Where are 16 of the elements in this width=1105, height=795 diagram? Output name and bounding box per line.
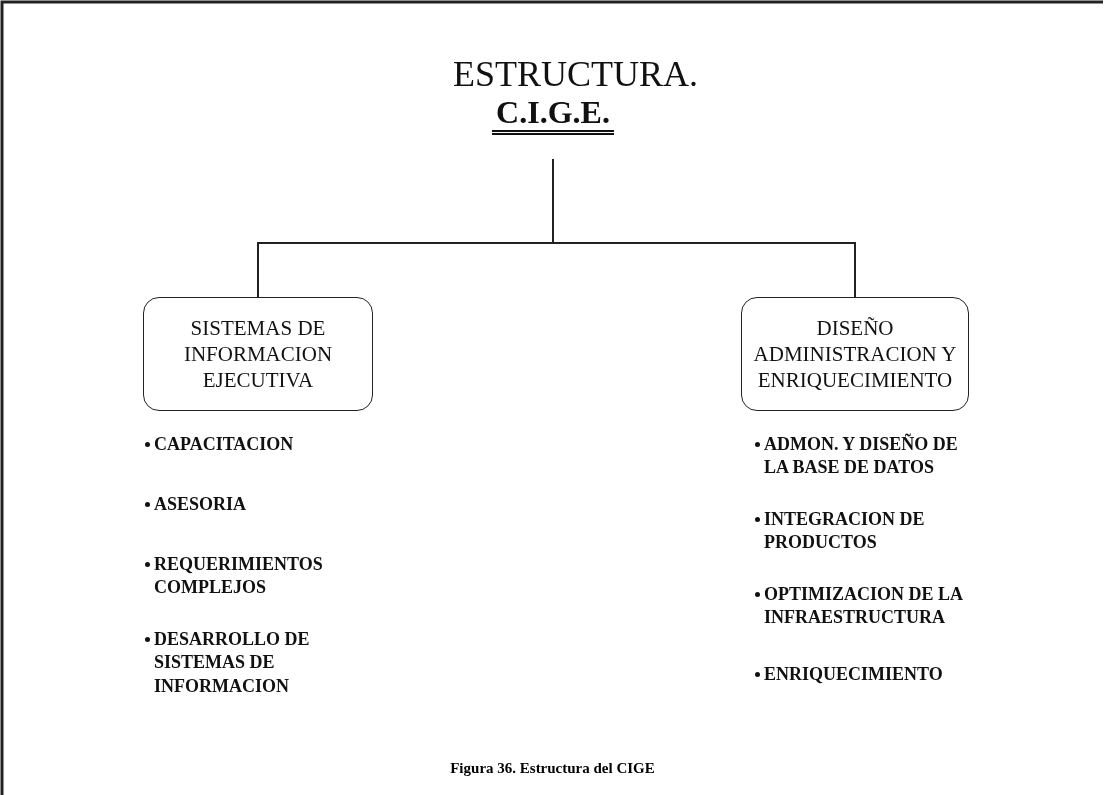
figure-caption: Figura 36. Estructura del CIGE (449, 760, 656, 777)
connector-line (552, 158, 856, 298)
box-label: DISEÑO ADMINISTRACION Y ENRIQUECIMIENTO (752, 314, 958, 394)
heading-text: ESTRUCTURA. (453, 55, 699, 95)
list-item: ASESORIA (154, 493, 247, 516)
rounded-box (741, 297, 969, 411)
list-item: OPTIMIZACION DE LA INFRAESTRUCTURA (764, 583, 964, 630)
box-label: SISTEMAS DE INFORMACION EJECUTIVA (182, 314, 334, 394)
list-item: ENRIQUECIMIENTO (764, 663, 943, 686)
list-item: INTEGRACION DE PRODUCTOS (764, 508, 926, 555)
list-item: REQUERIMIENTOS COMPLEJOS (154, 553, 324, 600)
list-item: CAPACITACION (154, 433, 294, 456)
list-item: ADMON. Y DISEÑO DE LA BASE DE DATOS (764, 433, 959, 480)
list-item: DESARROLLO DE SISTEMAS DE INFORMACION (154, 628, 311, 698)
subheading-text: C.I.G.E. (492, 94, 614, 135)
rounded-box (143, 297, 373, 411)
